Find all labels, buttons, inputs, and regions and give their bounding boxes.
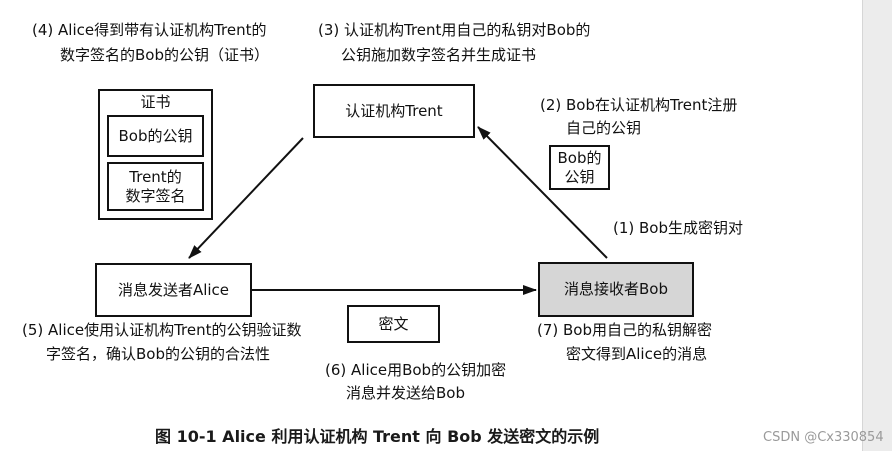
step2-text-line2: 自己的公钥 [566,119,642,137]
ciphertext-label: 密文 [378,314,409,333]
certificate-public-key-box: Bob的公钥 [107,115,204,157]
bob-public-key-label-line2: 公钥 [564,167,595,186]
step5-text-line1: (5) Alice使用认证机构Trent的公钥验证数 [22,321,302,339]
certificate-public-key-label: Bob的公钥 [118,126,193,145]
trent-node: 认证机构Trent [313,84,475,138]
alice-sender-node: 消息发送者Alice [95,263,252,317]
step2-text-line1: (2) Bob在认证机构Trent注册 [540,96,738,114]
bob-public-key-label-line1: Bob的 [557,148,602,167]
step4-text-line1: (4) Alice得到带有认证机构Trent的 [32,21,267,39]
certificate-signature-line1: Trent的 [129,167,182,186]
step3-text-line1: (3) 认证机构Trent用自己的私钥对Bob的 [318,21,591,39]
certificate-signature-line2: 数字签名 [125,186,186,205]
certificate-signature-box: Trent的 数字签名 [107,162,204,211]
step6-text-line2: 消息并发送给Bob [346,384,465,402]
step4-text-line2: 数字签名的Bob的公钥（证书） [60,46,269,64]
certificate-label: 证书 [140,93,171,111]
bob-receiver-label: 消息接收者Bob [564,280,668,298]
step6-text-line1: (6) Alice用Bob的公钥加密 [325,361,507,379]
figure-caption: 图 10-1 Alice 利用认证机构 Trent 向 Bob 发送密文的示例 [155,427,600,446]
alice-sender-label: 消息发送者Alice [117,280,230,299]
bob-public-key-node: Bob的 公钥 [549,145,610,190]
watermark: CSDN @Cx330854 [763,430,884,445]
step7-text-line2: 密文得到Alice的消息 [566,345,708,363]
step7-text-line1: (7) Bob用自己的私钥解密 [537,321,713,339]
certificate-node: 证书 Bob的公钥 Trent的 数字签名 [98,89,213,220]
page-edge-band [862,0,892,451]
step3-text-line2: 公钥施加数字签名并生成证书 [341,46,537,64]
trent-node-label: 认证机构Trent [345,101,443,120]
bob-receiver-node: 消息接收者Bob [538,262,694,317]
ciphertext-node: 密文 [347,305,440,343]
step1-text: (1) Bob生成密钥对 [613,219,744,237]
step5-text-line2: 字签名，确认Bob的公钥的合法性 [46,345,270,363]
